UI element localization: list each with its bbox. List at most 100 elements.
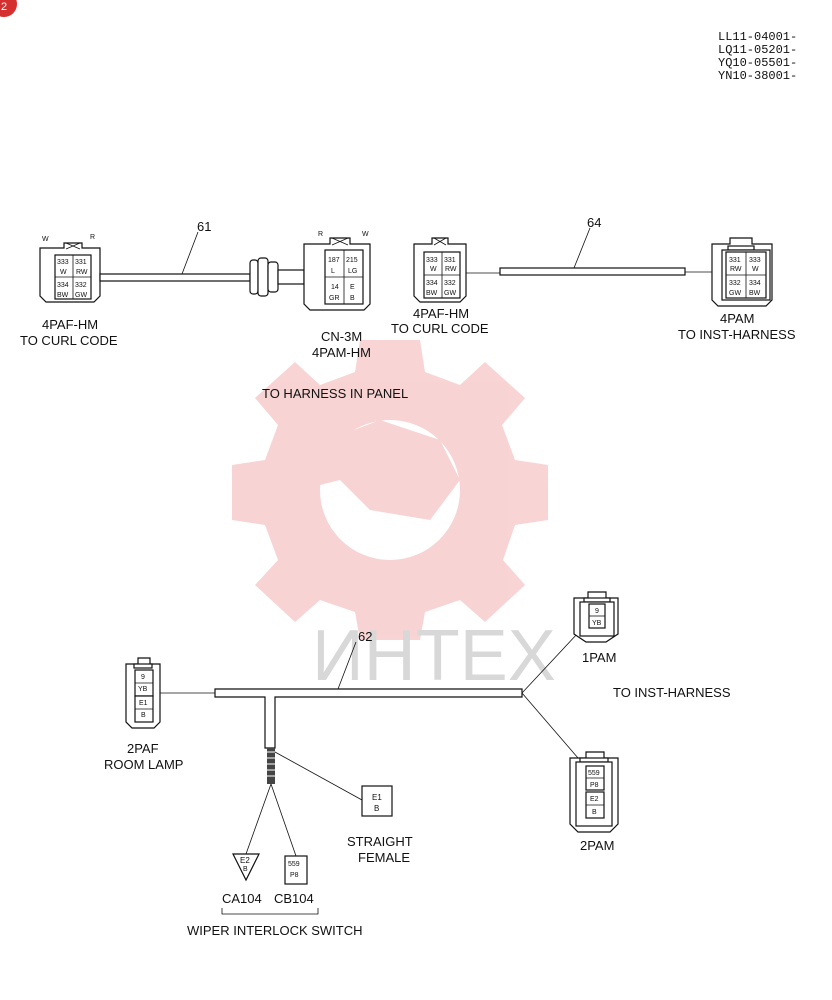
svg-text:215: 215 [346, 257, 358, 264]
svg-text:LG: LG [348, 268, 357, 275]
wire-61 [99, 273, 251, 282]
svg-text:333: 333 [749, 257, 761, 264]
svg-text:334: 334 [426, 280, 438, 287]
serial-codes: LL11-04001- LQ11-05201- YQ10-05501- YN10… [718, 30, 797, 83]
svg-text:333: 333 [57, 259, 69, 266]
svg-text:W: W [430, 266, 437, 273]
svg-text:GR: GR [329, 295, 340, 302]
connector-4paf-hm-left: W R 333 331 W RW 334 332 BW GW [39, 234, 101, 303]
svg-text:559: 559 [288, 861, 300, 868]
conn-cn3m-label1: CN-3M [321, 329, 362, 344]
svg-text:GW: GW [729, 290, 741, 297]
svg-text:RW: RW [76, 269, 88, 276]
watermark-gear-icon [232, 340, 548, 640]
svg-text:RW: RW [730, 266, 742, 273]
svg-text:9: 9 [141, 674, 145, 681]
svg-text:E1: E1 [372, 793, 382, 802]
svg-text:331: 331 [75, 259, 87, 266]
svg-text:P8: P8 [290, 872, 299, 879]
svg-text:GW: GW [75, 292, 87, 299]
wire-62 [214, 688, 523, 749]
page-badge: 2 [0, 0, 17, 17]
connector-4pam: 331 333 RW W 332 334 GW BW [711, 237, 773, 307]
svg-text:W: W [60, 269, 67, 276]
wiper-interlock-label: WIPER INTERLOCK SWITCH [187, 923, 363, 938]
corrugated-tube [267, 748, 275, 784]
svg-text:E2: E2 [240, 856, 250, 865]
svg-text:BW: BW [749, 290, 761, 297]
ca104-label: CA104 [222, 891, 262, 906]
to-inst-harness-label: TO INST-HARNESS [613, 685, 731, 700]
svg-text:B: B [350, 295, 355, 302]
conn-left-label2: TO CURL CODE [20, 333, 118, 348]
connector-straight-female: E1 B [361, 785, 393, 817]
wiper-bracket [221, 908, 319, 915]
watermark-text: ИНТЕХ [312, 616, 556, 696]
connector-cn-3m: R W 187 215 L LG 14 E GR B [303, 231, 371, 311]
svg-text:E2: E2 [590, 796, 599, 803]
svg-text:BW: BW [57, 292, 69, 299]
svg-text:E: E [350, 284, 355, 291]
connector-2pam: 559 P8 E2 B [569, 751, 619, 833]
conn-right-label2: TO INST-HARNESS [678, 327, 796, 342]
conn-left-label1: 4PAF-HM [42, 317, 98, 332]
conn-2paf-label2: ROOM LAMP [104, 757, 183, 772]
connector-2paf: 9 YB E1 B [125, 657, 161, 729]
wire-61-label: 61 [197, 219, 211, 234]
svg-text:334: 334 [57, 282, 69, 289]
svg-text:W: W [752, 266, 759, 273]
wire-64 [499, 267, 686, 276]
svg-text:9: 9 [595, 608, 599, 615]
conn-2paf-label1: 2PAF [127, 741, 159, 756]
svg-text:RW: RW [445, 266, 457, 273]
svg-text:14: 14 [331, 284, 339, 291]
conn-mid-label2: TO CURL CODE [391, 321, 489, 336]
svg-text:B: B [592, 809, 597, 816]
svg-text:GW: GW [444, 290, 456, 297]
svg-text:187: 187 [328, 257, 340, 264]
to-harness-in-panel-label: TO HARNESS IN PANEL [262, 386, 408, 401]
conn-cn3m-label2: 4PAM-HM [312, 345, 371, 360]
svg-text:R: R [90, 234, 95, 241]
svg-text:YB: YB [592, 620, 602, 627]
svg-text:331: 331 [729, 257, 741, 264]
svg-text:W: W [42, 236, 49, 243]
svg-text:B: B [243, 866, 248, 873]
wire-62-label: 62 [358, 629, 372, 644]
connector-ca104: E2 B [232, 853, 260, 882]
connector-1pam: 9 YB [573, 591, 619, 643]
svg-text:YB: YB [138, 686, 148, 693]
svg-text:331: 331 [444, 257, 456, 264]
svg-text:L: L [331, 268, 335, 275]
svg-text:559: 559 [588, 770, 600, 777]
svg-text:332: 332 [444, 280, 456, 287]
svg-text:YQ10-05501-: YQ10-05501- [718, 56, 797, 70]
svg-text:YN10-38001-: YN10-38001- [718, 69, 797, 83]
svg-text:P8: P8 [590, 782, 599, 789]
conn-1pam-label1: 1PAM [582, 650, 616, 665]
conn-2pam-label1: 2PAM [580, 838, 614, 853]
svg-text:2: 2 [1, 1, 7, 13]
svg-text:W: W [362, 231, 369, 238]
svg-text:BW: BW [426, 290, 438, 297]
svg-text:LQ11-05201-: LQ11-05201- [718, 43, 797, 57]
straight-label2: FEMALE [358, 850, 410, 865]
svg-text:E1: E1 [139, 700, 148, 707]
connector-cb104: 559 P8 [284, 855, 308, 885]
svg-text:333: 333 [426, 257, 438, 264]
conn-right-label1: 4PAM [720, 311, 754, 326]
connector-4paf-hm-mid: 333 331 W RW 334 332 BW GW [413, 237, 467, 303]
svg-text:334: 334 [749, 280, 761, 287]
cb104-label: CB104 [274, 891, 314, 906]
svg-text:332: 332 [729, 280, 741, 287]
svg-text:LL11-04001-: LL11-04001- [718, 30, 797, 44]
grommet [249, 257, 305, 297]
svg-text:R: R [318, 231, 323, 238]
svg-text:332: 332 [75, 282, 87, 289]
svg-text:B: B [141, 712, 146, 719]
straight-label1: STRAIGHT [347, 834, 413, 849]
svg-text:B: B [374, 804, 379, 813]
conn-mid-label1: 4PAF-HM [413, 306, 469, 321]
wire-64-label: 64 [587, 215, 601, 230]
